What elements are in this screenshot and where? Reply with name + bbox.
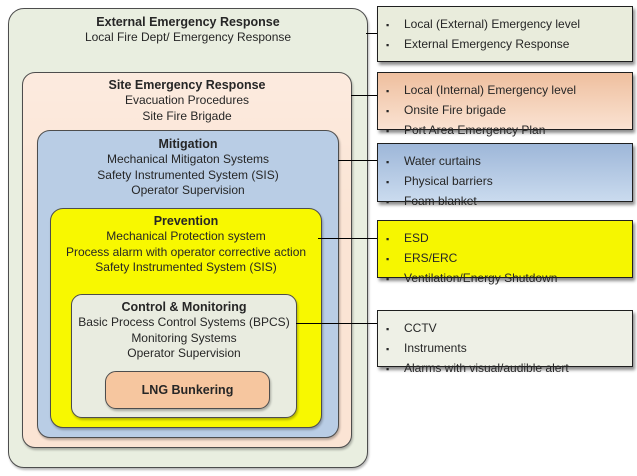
bullet-icon: ▪ xyxy=(386,20,390,30)
list-item-label: CCTV xyxy=(404,321,437,335)
bullet-icon: ▪ xyxy=(386,126,390,136)
layer-line: Safety Instrumented System (SIS) xyxy=(95,260,277,274)
layer-line: Site Fire Brigade xyxy=(142,108,232,123)
layer-line: Operator Supervision xyxy=(131,183,245,197)
layer-line: Process alarm with operator corrective a… xyxy=(65,244,307,259)
list-item-label: Alarms with visual/audible alert xyxy=(404,361,569,375)
layer-line: Evacuation Procedures xyxy=(124,93,250,107)
list-item: ▪ Onsite Fire brigade xyxy=(378,101,632,121)
layer-line: Local Fire Dept/ Emergency Response xyxy=(84,30,292,44)
layer-lines: Local Fire Dept/ Emergency Response xyxy=(9,30,367,46)
list-item: ▪ Local (Internal) Emergency level xyxy=(378,81,632,101)
list-item: ▪ ERS/ERC xyxy=(378,249,632,269)
list-item: ▪ Foam blanket xyxy=(378,192,632,212)
bullet-icon: ▪ xyxy=(386,364,390,374)
connector-line-external xyxy=(366,33,377,35)
bullet-icon: ▪ xyxy=(386,197,390,207)
list-item-label: Local (Internal) Emergency level xyxy=(404,83,577,97)
layer-lines: Basic Process Control Systems (BPCS)Moni… xyxy=(72,315,296,362)
list-item-label: Onsite Fire brigade xyxy=(404,103,507,117)
layer-title: Prevention xyxy=(153,214,219,228)
list-item-label: Instruments xyxy=(404,341,467,355)
bullet-icon: ▪ xyxy=(386,254,390,264)
list-item: ▪ CCTV xyxy=(378,319,632,339)
list-item-label: Foam blanket xyxy=(404,194,477,208)
layer-title: Control & Monitoring xyxy=(121,300,247,314)
list-item: ▪ Alarms with visual/audible alert xyxy=(378,359,632,379)
layer-line: Mechanical Mitigaton Systems xyxy=(106,152,270,166)
list-item-label: Port Area Emergency Plan xyxy=(404,123,546,137)
list-item-label: Physical barriers xyxy=(404,174,493,188)
layer-title: Site Emergency Response xyxy=(108,78,266,92)
layer-title: External Emergency Response xyxy=(96,15,280,29)
layer-lng-bunkering: LNG Bunkering xyxy=(105,371,270,409)
connector-line-prevention xyxy=(318,238,377,240)
callout-external-emergency: ▪ Local (External) Emergency level ▪ Extern… xyxy=(377,6,633,62)
callout-site-emergency: ▪ Local (Internal) Emergency level ▪ Onsite… xyxy=(377,72,633,137)
bullet-icon: ▪ xyxy=(386,106,390,116)
bullet-icon: ▪ xyxy=(386,86,390,96)
bullet-icon: ▪ xyxy=(386,157,390,167)
callout-prevention: ▪ ESD ▪ ERS/ERC ▪ Ventilation/Energy Shutdown xyxy=(377,220,633,285)
list-item: ▪ ESD xyxy=(378,229,632,249)
bullet-icon: ▪ xyxy=(386,40,390,50)
connector-line-control xyxy=(296,323,377,325)
list-item: ▪ External Emergency Response xyxy=(378,35,632,55)
callout-mitigation: ▪ Water curtains ▪ Physical barriers ▪ Foam b… xyxy=(377,143,633,208)
list-item: ▪ Physical barriers xyxy=(378,172,632,192)
layer-line: Monitoring Systems xyxy=(131,330,237,345)
list-item: ▪ Ventilation/Energy Shutdown xyxy=(378,269,632,289)
list-item-label: ERS/ERC xyxy=(404,251,458,265)
layer-line: Mechanical Protection system xyxy=(106,229,266,243)
callout-control-monitoring: ▪ CCTV ▪ Instruments ▪ Alarms with visual/aud… xyxy=(377,310,633,375)
list-item-label: Local (External) Emergency level xyxy=(404,17,581,31)
connector-line-site xyxy=(351,95,377,97)
list-item: ▪ Water curtains xyxy=(378,152,632,172)
layer-line: Safety Instrumented System (SIS) xyxy=(97,167,279,182)
layer-line: Operator Supervision xyxy=(127,346,241,360)
bullet-icon: ▪ xyxy=(386,177,390,187)
list-item: ▪ Instruments xyxy=(378,339,632,359)
list-item-label: ESD xyxy=(404,231,429,245)
layer-title: Mitigation xyxy=(158,137,218,151)
bullet-icon: ▪ xyxy=(386,344,390,354)
list-item-label: External Emergency Response xyxy=(404,37,570,51)
layer-title: LNG Bunkering xyxy=(141,383,234,397)
list-item: ▪ Port Area Emergency Plan xyxy=(378,121,632,141)
bullet-icon: ▪ xyxy=(386,324,390,334)
list-item-label: Water curtains xyxy=(404,154,481,168)
layer-line: Basic Process Control Systems (BPCS) xyxy=(78,315,290,329)
bullet-icon: ▪ xyxy=(386,274,390,284)
list-item-label: Ventilation/Energy Shutdown xyxy=(404,271,558,285)
bullet-icon: ▪ xyxy=(386,234,390,244)
list-item: ▪ Local (External) Emergency level xyxy=(378,15,632,35)
connector-line-mitigation xyxy=(338,160,377,162)
